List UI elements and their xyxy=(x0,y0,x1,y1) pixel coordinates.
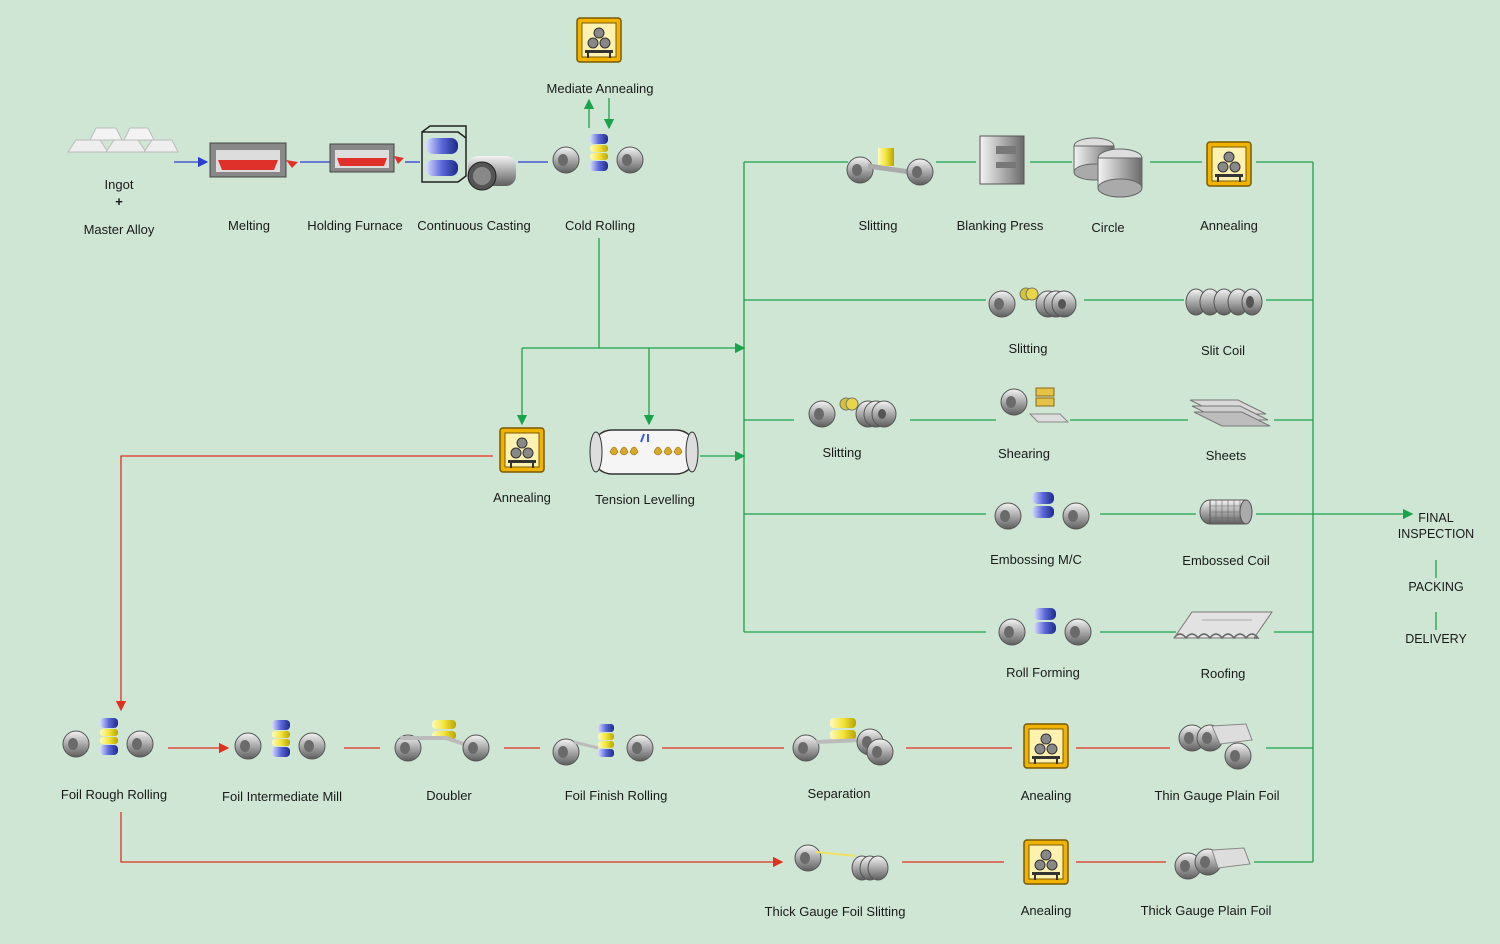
connectors xyxy=(115,98,1437,868)
sheets-icon xyxy=(1189,399,1271,427)
label-r7-anealing: Anealing xyxy=(1020,903,1072,918)
tension-leveller-icon xyxy=(589,429,699,475)
foil-mill-icon xyxy=(235,720,325,759)
slitter-icon xyxy=(989,288,1076,317)
label-packing: PACKING xyxy=(1408,580,1464,594)
label-r3-sheets: Sheets xyxy=(1205,448,1247,463)
label-final: FINAL xyxy=(1418,511,1454,525)
label-doubler: Doubler xyxy=(426,788,472,803)
label-thick-slitting: Thick Gauge Foil Slitting xyxy=(764,904,906,919)
slitter-icon xyxy=(794,844,889,881)
holding-furnace-icon xyxy=(329,143,404,173)
label-master-alloy: Master Alloy xyxy=(83,222,155,237)
label-annealing-mid: Annealing xyxy=(493,490,551,505)
circles-stack-icon xyxy=(1073,137,1143,198)
label-r3-slitting: Slitting xyxy=(822,445,862,460)
slit-coil-icon xyxy=(1185,288,1263,316)
label-continuous-casting: Continuous Casting xyxy=(417,218,531,233)
label-r1-slitting: Slitting xyxy=(858,218,898,233)
label-r4-embossed-coil: Embossed Coil xyxy=(1182,553,1270,568)
separator-icon xyxy=(792,718,894,766)
doubler-icon xyxy=(394,720,490,762)
label-r1-annealing: Annealing xyxy=(1200,218,1258,233)
melting-furnace-icon xyxy=(209,142,298,178)
embossed-coil-icon xyxy=(1199,499,1253,525)
foil-mill-icon xyxy=(552,724,654,766)
roofing-sheet-icon xyxy=(1173,611,1273,640)
label-r1-blanking-press: Blanking Press xyxy=(956,218,1044,233)
label-r5-roofing: Roofing xyxy=(1200,666,1246,681)
roll-forming-icon xyxy=(998,608,1092,646)
label-thick-gauge: Thick Gauge Plain Foil xyxy=(1140,903,1272,918)
annealing-furnace-icon xyxy=(1206,141,1252,187)
label-holding-furnace: Holding Furnace xyxy=(307,218,403,233)
slitter-icon xyxy=(846,148,934,186)
label-r5-roll-forming: Roll Forming xyxy=(1006,665,1080,680)
slitter-icon xyxy=(809,398,896,427)
continuous-casting-icon xyxy=(421,125,516,191)
label-r2-slitting: Slitting xyxy=(1008,341,1048,356)
embossing-mill-icon xyxy=(994,492,1090,530)
label-foil-rough: Foil Rough Rolling xyxy=(60,787,168,802)
label-r2-slit-coil: Slit Coil xyxy=(1200,343,1246,358)
foil-coil-icon xyxy=(1178,723,1253,770)
cold-rolling-mill-icon xyxy=(553,134,643,173)
label-delivery: DELIVERY xyxy=(1405,632,1467,646)
label-mediate-annealing: Mediate Annealing xyxy=(546,81,654,96)
foil-coil-icon xyxy=(1174,847,1251,880)
label-thin-gauge: Thin Gauge Plain Foil xyxy=(1154,788,1280,803)
label-melting: Melting xyxy=(228,218,270,233)
label-plus: + xyxy=(115,194,123,209)
annealing-furnace-icon xyxy=(576,17,622,63)
label-foil-finish: Foil Finish Rolling xyxy=(564,788,668,803)
label-separation: Separation xyxy=(807,786,871,801)
label-r6-anealing: Anealing xyxy=(1020,788,1072,803)
label-inspection: INSPECTION xyxy=(1397,527,1475,541)
label-ingot: Ingot xyxy=(104,177,134,192)
label-r3-shearing: Shearing xyxy=(997,446,1051,461)
annealing-furnace-icon xyxy=(1023,723,1069,769)
annealing-furnace-icon xyxy=(1023,839,1069,885)
shearing-icon xyxy=(1000,387,1070,423)
label-cold-rolling: Cold Rolling xyxy=(564,218,636,233)
blanking-press-icon xyxy=(979,135,1025,185)
label-r4-embossing: Embossing M/C xyxy=(990,552,1082,567)
foil-mill-icon xyxy=(63,718,153,757)
label-tension-levelling: Tension Levelling xyxy=(595,492,695,507)
label-r1-circle: Circle xyxy=(1091,220,1125,235)
annealing-furnace-icon xyxy=(499,427,545,473)
ingot-icon xyxy=(67,127,179,153)
label-foil-intermediate: Foil Intermediate Mill xyxy=(222,789,342,804)
